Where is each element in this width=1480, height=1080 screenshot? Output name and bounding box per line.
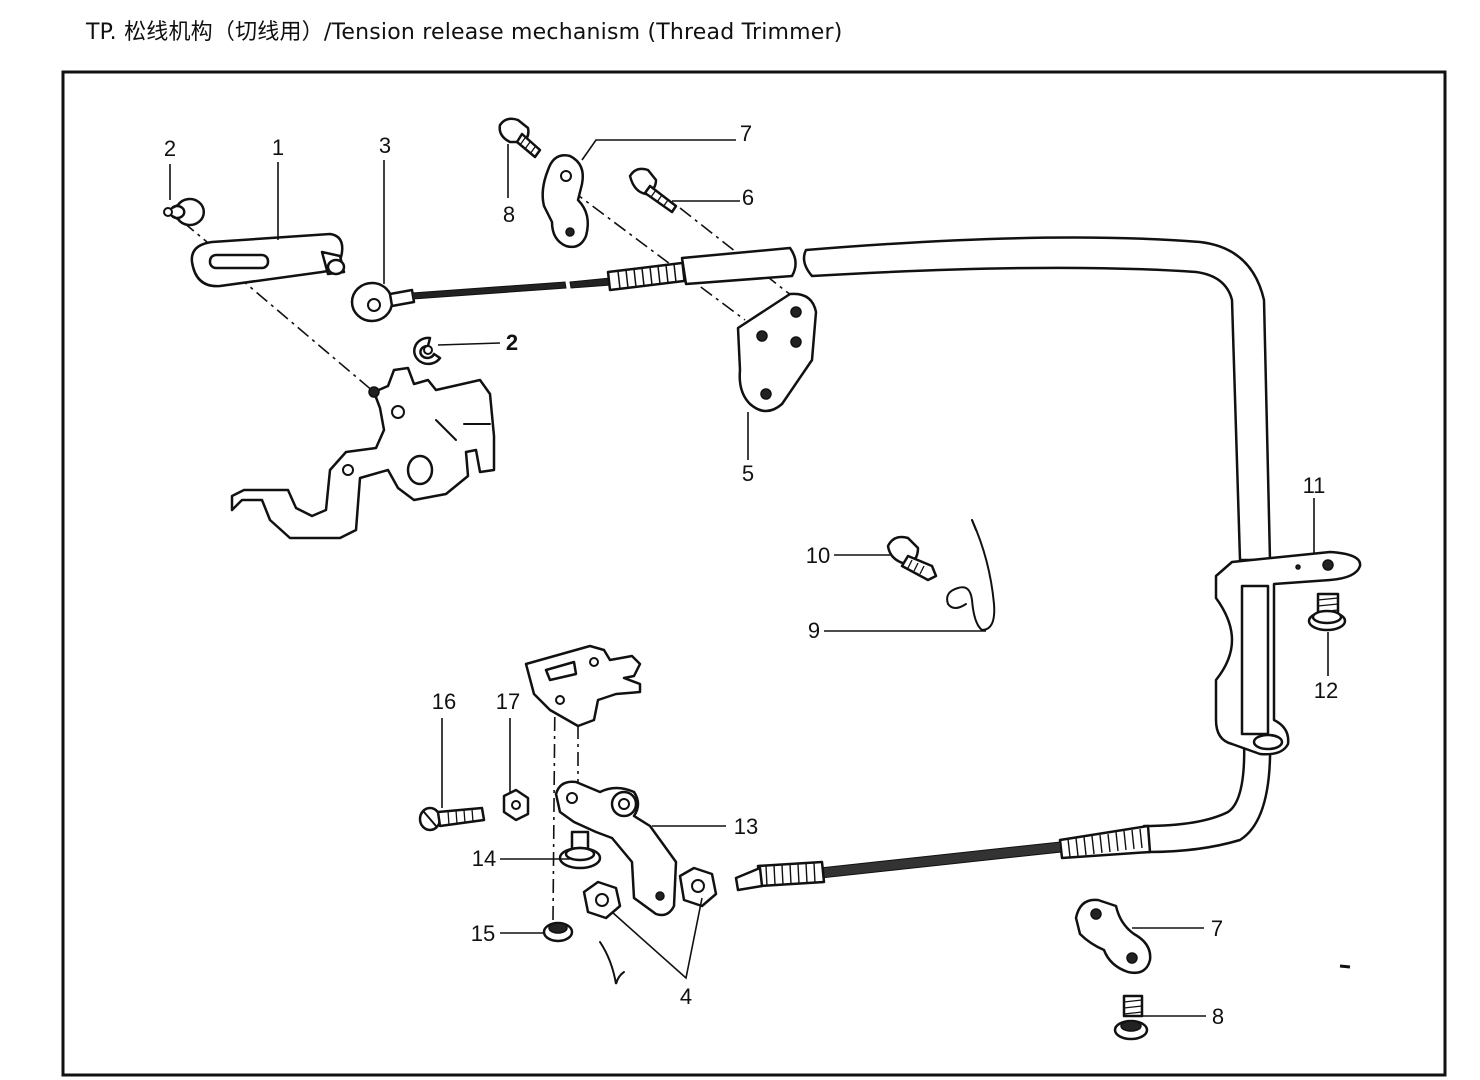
- cable-clamp-part-7-lower: [1074, 898, 1152, 974]
- diagram-frame: [61, 70, 1447, 1077]
- callout-13: 13: [734, 814, 758, 839]
- screw-part-6: [628, 167, 678, 214]
- screw-part-16: [418, 806, 486, 832]
- callout-17: 17: [496, 689, 520, 714]
- callout-labels: 2 1 3 8 7 6 2 5 11 10 9 12 16 17 13 14 1…: [164, 121, 1338, 1029]
- nut-part-17: [502, 788, 530, 822]
- slotted-link-part-1: [190, 232, 346, 288]
- page-title: TP. 松线机构（切线用）/Tension release mechanism …: [86, 20, 843, 45]
- nuts-part-4: [582, 866, 718, 920]
- callout-12: 12: [1314, 678, 1338, 703]
- stray-mark: [1339, 964, 1351, 969]
- e-ring-part-2-lower: [413, 336, 442, 366]
- callout-7-lower: 7: [1211, 916, 1223, 941]
- callout-7-upper: 7: [740, 121, 752, 146]
- screw-part-8-lower: [1113, 994, 1149, 1041]
- callout-14: 14: [472, 846, 496, 871]
- callout-4: 4: [680, 984, 692, 1009]
- leader-lines: [169, 139, 1329, 1017]
- cable-clamp-part-7-upper: [541, 154, 589, 249]
- callout-5: 5: [742, 461, 754, 486]
- stud-part-14: [558, 830, 602, 870]
- assembly-lines: [182, 189, 793, 921]
- callout-2-upper: 2: [164, 136, 176, 161]
- cable-bracket-part-11: [1214, 550, 1362, 756]
- e-ring-part-2-upper: [163, 197, 206, 227]
- callout-1: 1: [272, 135, 284, 160]
- callout-11: 11: [1303, 473, 1326, 498]
- screw-part-8-upper: [498, 117, 542, 159]
- callout-8-upper: 8: [503, 202, 515, 227]
- nut-part-15: [542, 921, 625, 985]
- lever-plate-upper: [524, 644, 642, 728]
- connecting-rod-part-3: [350, 260, 694, 323]
- callout-10: 10: [806, 543, 830, 568]
- callout-6: 6: [742, 185, 754, 210]
- callout-3: 3: [379, 133, 391, 158]
- mounting-plate-part-5: [736, 292, 818, 413]
- lever-bracket: [230, 366, 496, 540]
- screw-part-12: [1307, 592, 1347, 632]
- cable-sheath: [680, 236, 1272, 892]
- callout-2-lower: 2: [506, 330, 518, 355]
- callout-9: 9: [808, 618, 820, 643]
- callout-8-lower: 8: [1212, 1004, 1224, 1029]
- callout-15: 15: [471, 921, 495, 946]
- screw-part-10: [886, 535, 938, 582]
- callout-16: 16: [432, 689, 456, 714]
- lever-part-13: [554, 780, 678, 917]
- spring-wire-part-9: [946, 519, 996, 632]
